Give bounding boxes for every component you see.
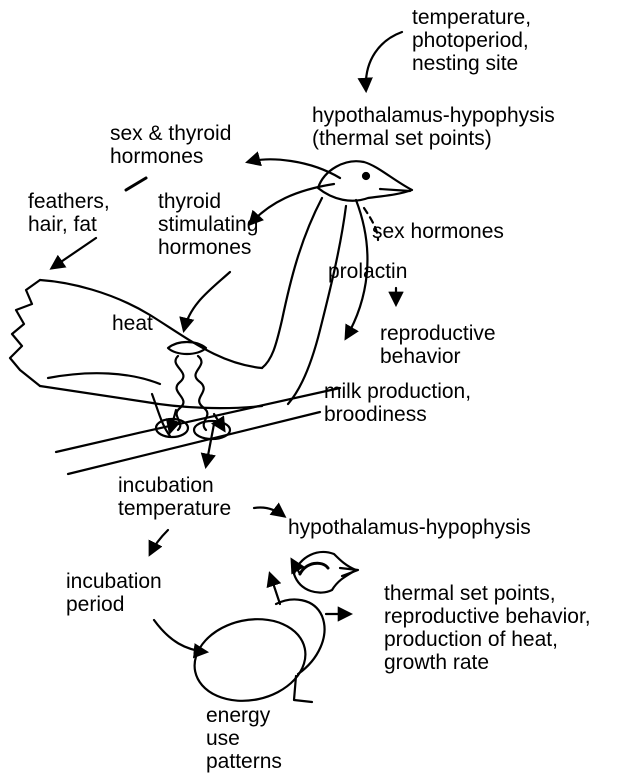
bird-head <box>318 161 412 201</box>
arrow-environment <box>366 32 402 90</box>
chick-brain <box>300 563 328 574</box>
bird-wing <box>48 373 160 384</box>
bird-beak-line <box>380 189 410 191</box>
arrow-to-hypothalamus-chick <box>254 507 284 516</box>
label-incubation-temperature: incubation temperature <box>118 474 231 520</box>
bird-tail <box>10 280 40 386</box>
bird-neck-back <box>262 198 322 368</box>
label-sex-hormones: sex hormones <box>372 220 504 243</box>
label-reproductive-behavior: reproductive behavior <box>380 322 496 368</box>
arrow-period-to-egg <box>154 620 206 652</box>
label-incubation-period: incubation period <box>66 570 162 616</box>
label-prolactin: prolactin <box>328 260 407 283</box>
label-energy-use-patterns: energy use patterns <box>206 704 282 773</box>
arrow-heat-to-eggs-left <box>170 410 176 432</box>
label-environment: temperature, photoperiod, nesting site <box>412 6 531 75</box>
label-milk-production: milk production, broodiness <box>324 380 471 426</box>
arrow-chick-up <box>292 560 300 574</box>
label-hypothalamus-top: hypothalamus-hypophysis (thermal set poi… <box>312 104 555 150</box>
arrow-tsh-to-heat <box>184 272 230 330</box>
chick-leg <box>294 676 312 702</box>
arrow-feathers <box>126 178 146 190</box>
chick-head <box>294 552 356 593</box>
label-sex-thyroid-hormones: sex & thyroid hormones <box>110 122 231 168</box>
arrow-to-incubation-period <box>150 530 168 554</box>
brood-patch <box>168 342 206 354</box>
arrow-chick-left <box>270 574 280 604</box>
bird-belly <box>40 386 262 408</box>
label-hypothalamus-chick: hypothalamus-hypophysis <box>288 516 531 539</box>
label-feathers: feathers, hair, fat <box>28 190 110 236</box>
chick-drawing <box>187 552 358 711</box>
label-chick-effects: thermal set points, reproductive behavio… <box>384 582 591 674</box>
bird-eye <box>363 173 369 179</box>
arrow-to-feathers <box>52 238 96 268</box>
label-thyroid-stimulating-hormones: thyroid stimulating hormones <box>158 190 258 259</box>
label-heat: heat <box>112 312 153 335</box>
bird-neck-front <box>288 206 346 404</box>
arrow-to-incubation-temp <box>206 424 214 466</box>
